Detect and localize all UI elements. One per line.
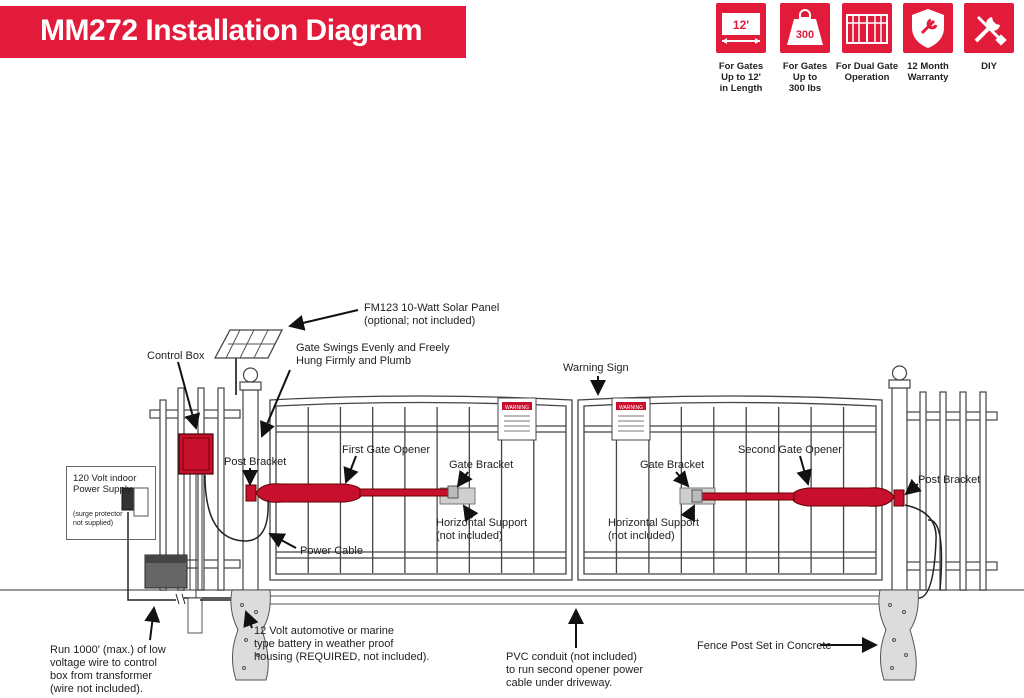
dual-gate-icon — [842, 3, 892, 53]
label-fence-post: Fence Post Set in Concrete — [697, 640, 832, 653]
second-gate-opener — [691, 487, 905, 507]
label-line: Power Cable — [300, 545, 363, 557]
label-line: Post Bracket — [918, 474, 981, 486]
feature-caption-line: DIY — [981, 61, 997, 72]
label-line: type battery in weather proof — [254, 638, 394, 650]
warning-sign-right: WARNING — [611, 397, 651, 441]
page-title: MM272 Installation Diagram — [40, 14, 423, 47]
label-line: (not included) — [608, 530, 675, 542]
label-line: to run second opener power — [506, 664, 643, 676]
label-line: 12 Volt automotive or marine — [254, 625, 395, 637]
label-gate-bracket-left: Gate Bracket — [449, 459, 513, 472]
feature-caption-line: For Gates — [782, 61, 828, 72]
weight-badge: 300 — [796, 29, 814, 41]
feature-gate-length: 12' For Gates Up to 12' in Length — [706, 3, 776, 94]
feature-caption-line: Operation — [844, 72, 890, 83]
power-supply — [121, 487, 149, 517]
feature-caption-line: in Length — [719, 83, 763, 94]
label-gate-bracket-right: Gate Bracket — [640, 459, 704, 472]
label-power-supply: 120 Volt indoor Power Supply (surge prot… — [66, 466, 156, 540]
label-line: (wire not included). — [50, 683, 143, 695]
label-line: Run 1000' (max.) of low — [50, 644, 166, 656]
power-cable-right — [180, 504, 937, 599]
feature-diy: DIY — [954, 3, 1024, 72]
label-line: cable under driveway. — [506, 677, 613, 689]
label-line: Fence Post Set in Concrete — [697, 640, 832, 652]
concrete-footing-left — [230, 589, 271, 681]
feature-caption-line: For Gates — [718, 61, 764, 72]
warranty-shield-icon — [903, 3, 953, 53]
title-banner: MM272 Installation Diagram — [0, 6, 466, 58]
label-first-gate-opener: First Gate Opener — [342, 444, 430, 457]
label-line: FM123 10-Watt Solar Panel — [364, 302, 500, 314]
label-line: Post Bracket — [224, 456, 287, 468]
feature-dual-gate: For Dual Gate Operation — [832, 3, 902, 83]
label-line: Horizontal Support — [436, 517, 528, 529]
label-line: (surge protector — [73, 511, 123, 518]
label-line: (optional; not included) — [364, 315, 476, 327]
feature-warranty: 12 Month Warranty — [893, 3, 963, 83]
concrete-footing-right — [878, 589, 919, 681]
right-gate-post — [888, 365, 911, 591]
label-horizontal-support-left: Horizontal Support (not included) — [436, 517, 527, 543]
feature-caption-line: Up to 12' — [721, 72, 761, 83]
feature-caption-line: 300 lbs — [788, 83, 822, 94]
label-gate-swings: Gate Swings Evenly and Freely Hung Firml… — [296, 342, 449, 368]
feature-weight: 300 For Gates Up to 300 lbs — [770, 3, 840, 94]
feature-caption-line: For Dual Gate — [835, 61, 899, 72]
label-line: Second Gate Opener — [738, 444, 842, 456]
label-line: Warning Sign — [563, 362, 629, 374]
label-post-bracket-right: Post Bracket — [918, 474, 980, 487]
label-line: 120 Volt indoor — [73, 473, 137, 484]
power-cable-left — [204, 474, 269, 542]
label-line: box from transformer — [50, 670, 153, 682]
label-line: housing (REQUIRED, not included). — [254, 651, 430, 663]
low-voltage-wire — [127, 512, 178, 601]
label-horizontal-support-right: Horizontal Support (not included) — [608, 517, 699, 543]
svg-text:WARNING: WARNING — [619, 405, 643, 411]
label-line: PVC conduit (not included) — [506, 651, 637, 663]
gate-length-icon: 12' — [716, 3, 766, 53]
label-solar-panel: FM123 10-Watt Solar Panel (optional; not… — [364, 302, 499, 328]
label-line: Gate Bracket — [640, 459, 705, 471]
label-warning-sign: Warning Sign — [563, 362, 629, 375]
label-line: Hung Firmly and Plumb — [296, 355, 411, 367]
callout-arrows — [144, 309, 922, 653]
warning-sign-left: WARNING — [497, 397, 537, 441]
label-line: (not included) — [436, 530, 503, 542]
label-second-gate-opener: Second Gate Opener — [738, 444, 842, 457]
diy-tools-icon — [964, 3, 1014, 53]
first-gate-opener — [245, 483, 459, 503]
label-line: Control Box — [147, 350, 205, 362]
control-box — [178, 433, 214, 600]
label-power-cable: Power Cable — [300, 545, 363, 558]
battery — [144, 554, 188, 589]
label-line: Power Supply — [73, 484, 132, 495]
label-line: Horizontal Support — [608, 517, 700, 529]
right-fence — [906, 391, 998, 591]
label-line: not supplied) — [73, 519, 114, 527]
label-line: voltage wire to control — [50, 657, 157, 669]
solar-panel — [213, 329, 284, 395]
weight-icon: 300 — [780, 3, 830, 53]
feature-caption-line: Warranty — [907, 72, 949, 83]
label-line: Gate Swings Evenly and Freely — [296, 342, 450, 354]
label-line: Gate Bracket — [449, 459, 514, 471]
label-control-box: Control Box — [147, 350, 204, 363]
pvc-conduit — [257, 595, 893, 605]
gate-length-badge: 12' — [733, 18, 749, 32]
label-post-bracket-left: Post Bracket — [224, 456, 286, 469]
svg-text:WARNING: WARNING — [505, 405, 529, 411]
label-pvc-conduit: PVC conduit (not included) to run second… — [506, 651, 643, 690]
feature-caption-line: Up to — [792, 72, 818, 83]
label-line: First Gate Opener — [342, 444, 431, 456]
label-wire-run: Run 1000' (max.) of low voltage wire to … — [50, 644, 166, 696]
feature-caption-line: 12 Month — [907, 61, 949, 72]
label-battery: 12 Volt automotive or marine type batter… — [254, 625, 429, 664]
